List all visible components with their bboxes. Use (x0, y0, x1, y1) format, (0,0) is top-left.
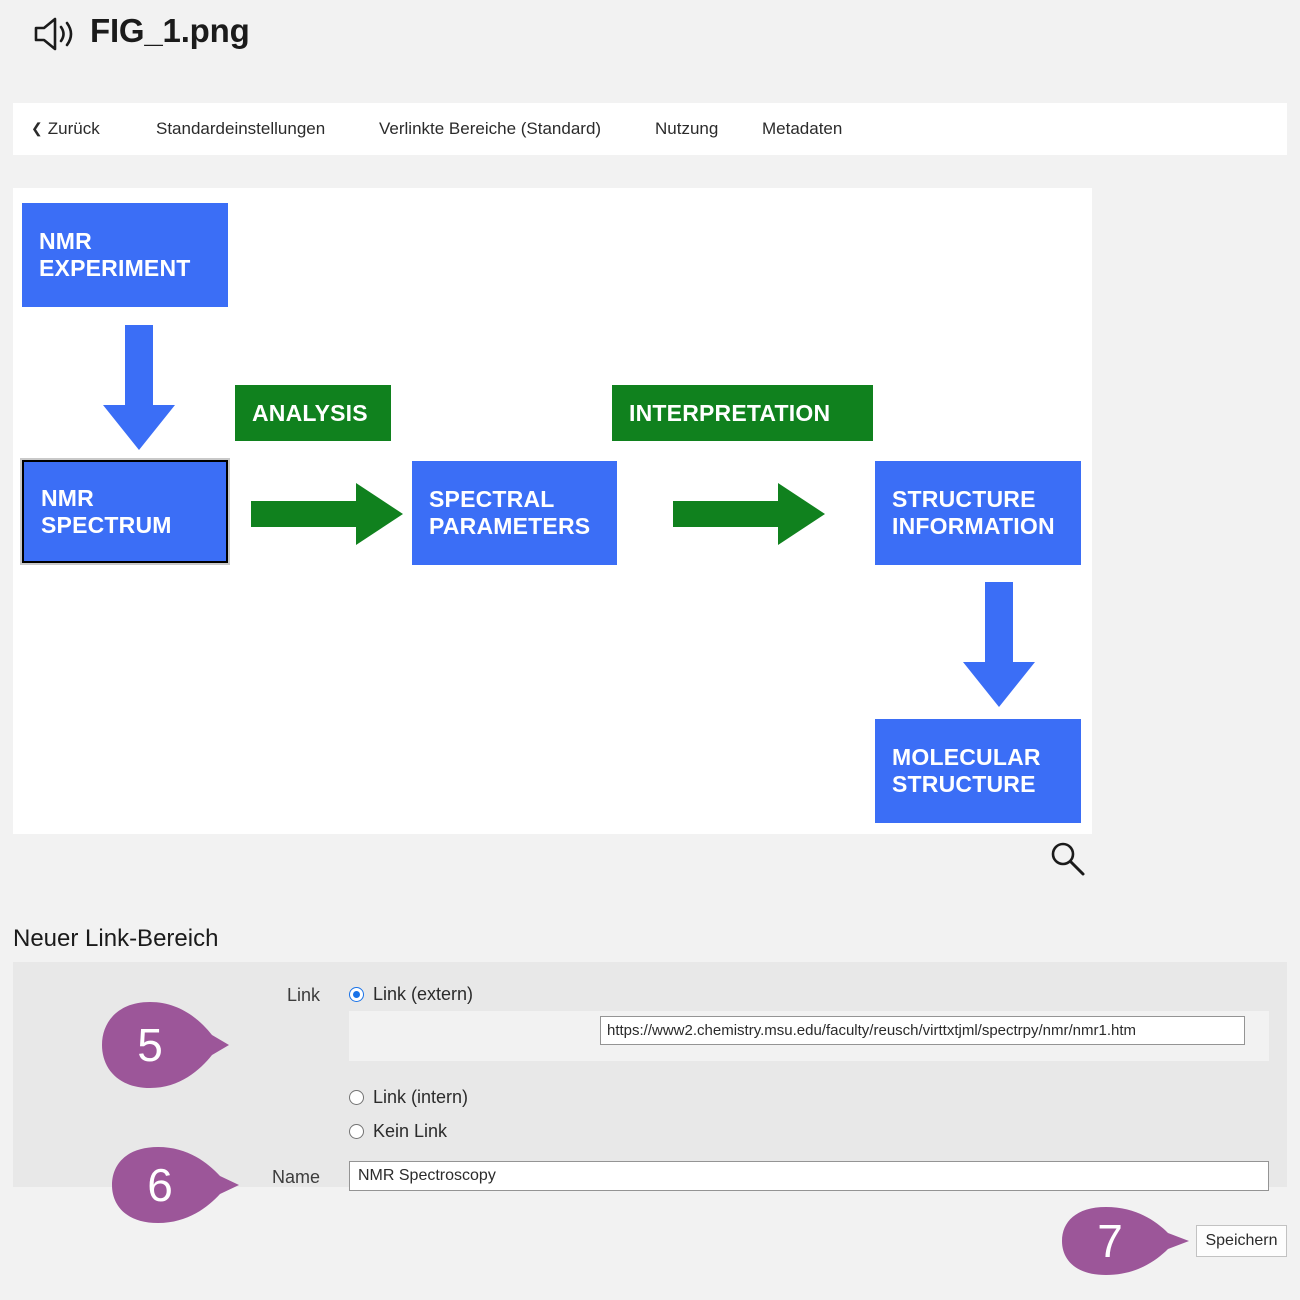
magnifier-icon[interactable] (1048, 839, 1088, 879)
radio-kein-link[interactable]: Kein Link (349, 1121, 447, 1142)
diagram-node-molecular-structure[interactable]: MOLECULAR STRUCTURE (875, 719, 1081, 823)
arrow-right-icon (673, 483, 825, 545)
speaker-icon (32, 12, 78, 56)
radio-label: Link (intern) (373, 1087, 469, 1107)
name-input[interactable] (349, 1161, 1269, 1191)
navigation-bar: ❮Zurück Standardeinstellungen Verlinkte … (13, 103, 1287, 155)
link-field-label: Link (286, 985, 320, 1005)
radio-label: Link (extern) (373, 984, 474, 1004)
label-text: ANALYSIS (252, 399, 368, 426)
nav-back-label: Zurück (47, 119, 100, 138)
nav-item-verlinkte-bereiche[interactable]: Verlinkte Bereiche (Standard) (379, 119, 602, 138)
chevron-left-icon: ❮ (31, 120, 43, 136)
diagram-node-spectral-parameters[interactable]: SPECTRAL PARAMETERS (412, 461, 617, 565)
nav-item-nutzung[interactable]: Nutzung (655, 119, 719, 138)
node-label: STRUCTURE INFORMATION (892, 486, 1055, 539)
node-label: NMR EXPERIMENT (39, 228, 191, 281)
page-title: FIG_1.png (90, 12, 250, 49)
radio-link-intern[interactable]: Link (intern) (349, 1087, 468, 1108)
page-header: FIG_1.png (0, 0, 1300, 103)
diagram-node-nmr-experiment[interactable]: NMR EXPERIMENT (22, 203, 228, 307)
radio-link-extern[interactable]: Link (extern) (349, 984, 473, 1005)
arrow-down-icon (963, 582, 1035, 707)
arrow-right-icon (251, 483, 403, 545)
callout-marker-6: 6 (110, 1145, 240, 1225)
nav-item-standardeinstellungen[interactable]: Standardeinstellungen (156, 119, 326, 138)
callout-marker-5: 5 (100, 1000, 230, 1090)
radio-indicator[interactable] (349, 1124, 364, 1139)
diagram-label-analysis[interactable]: ANALYSIS (235, 385, 391, 441)
node-label: NMR SPECTRUM (41, 484, 172, 538)
radio-label: Kein Link (373, 1121, 448, 1141)
radio-indicator[interactable] (349, 1090, 364, 1105)
nav-back-button[interactable]: ❮Zurück (31, 103, 100, 155)
nav-item-metadaten[interactable]: Metadaten (762, 119, 843, 138)
node-label: MOLECULAR STRUCTURE (892, 744, 1041, 797)
image-viewer-panel[interactable]: NMR EXPERIMENT NMR SPECTRUM SPECTRAL PAR… (13, 188, 1092, 834)
link-area-form-panel (13, 962, 1287, 1187)
radio-indicator[interactable] (349, 987, 364, 1002)
diagram-node-nmr-spectrum[interactable]: NMR SPECTRUM (20, 458, 230, 565)
arrow-down-icon (103, 325, 175, 450)
label-text: INTERPRETATION (629, 399, 831, 426)
diagram-node-structure-information[interactable]: STRUCTURE INFORMATION (875, 461, 1081, 565)
name-field-label: Name (271, 1167, 320, 1187)
node-label: SPECTRAL PARAMETERS (429, 486, 591, 539)
save-button[interactable]: Speichern (1196, 1225, 1287, 1257)
section-title: Neuer Link-Bereich (13, 925, 219, 952)
diagram-label-interpretation[interactable]: INTERPRETATION (612, 385, 873, 441)
url-input[interactable] (600, 1016, 1245, 1045)
callout-marker-7: 7 (1060, 1205, 1190, 1277)
